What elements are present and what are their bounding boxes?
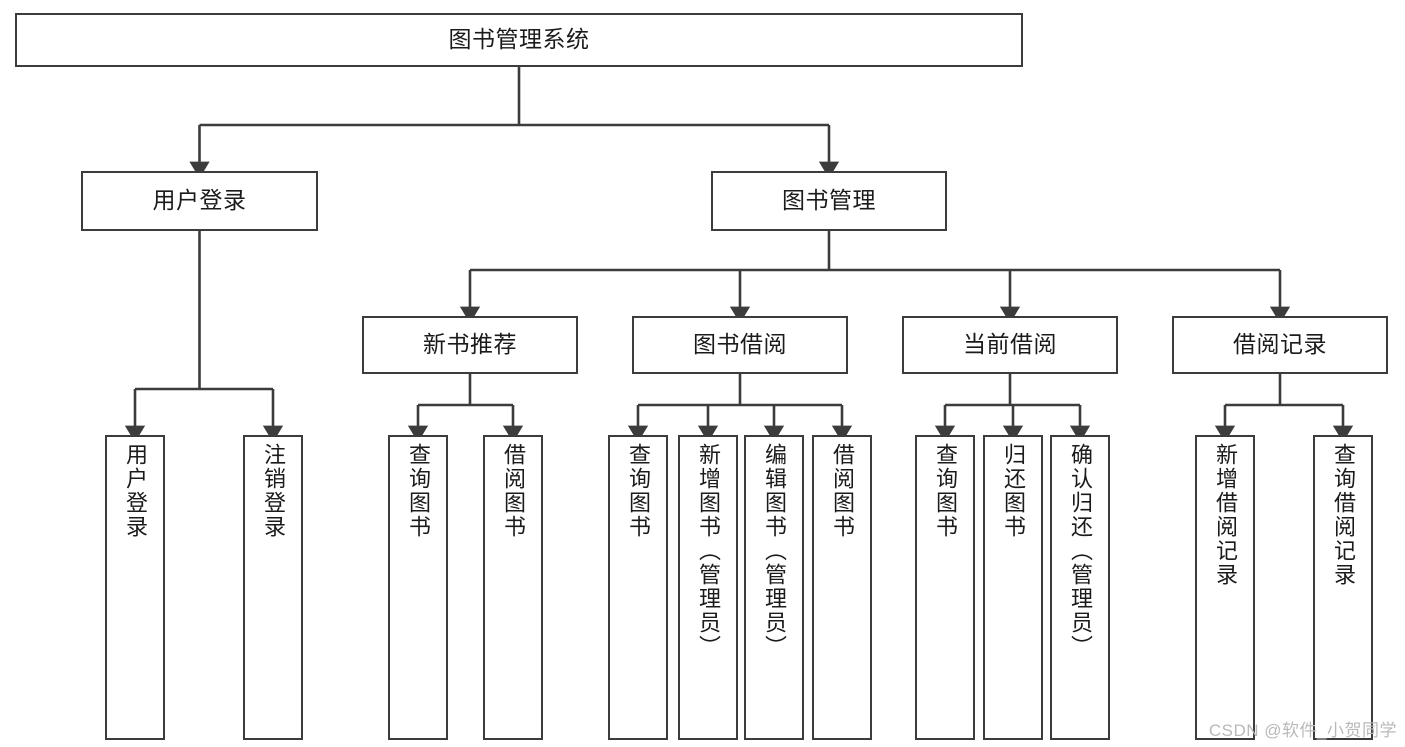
node-label: 图书管理 <box>782 187 876 214</box>
node-label: 图书管理系统 <box>448 26 590 53</box>
node-leaf-borrow1[interactable]: 借阅图书 <box>483 435 543 740</box>
node-leaf-query3[interactable]: 查询图书 <box>915 435 975 740</box>
node-label: 注销登录 <box>261 443 286 539</box>
node-leaf-login[interactable]: 用户登录 <box>105 435 165 740</box>
node-label: 当前借阅 <box>963 331 1057 358</box>
node-label: 查询借阅记录 <box>1331 443 1356 587</box>
node-label: 查询图书 <box>933 443 958 539</box>
node-leaf-logout[interactable]: 注销登录 <box>243 435 303 740</box>
node-label: 用户登录 <box>152 187 247 214</box>
node-leaf-query2[interactable]: 查询图书 <box>608 435 668 740</box>
node-leaf-addrec[interactable]: 新增借阅记录 <box>1195 435 1255 740</box>
node-label: 借阅记录 <box>1233 331 1327 358</box>
node-label: 新书推荐 <box>423 331 517 358</box>
node-login[interactable]: 用户登录 <box>81 171 318 231</box>
node-leaf-queryrec[interactable]: 查询借阅记录 <box>1313 435 1373 740</box>
node-bookmgmt[interactable]: 图书管理 <box>711 171 947 231</box>
node-label: 查询图书 <box>406 443 431 539</box>
node-label: 新增借阅记录 <box>1213 443 1238 587</box>
node-records[interactable]: 借阅记录 <box>1172 316 1388 374</box>
node-label: 归还图书 <box>1001 443 1026 539</box>
node-leaf-return[interactable]: 归还图书 <box>983 435 1043 740</box>
node-label: 查询图书 <box>626 443 651 539</box>
node-newbook[interactable]: 新书推荐 <box>362 316 578 374</box>
node-root[interactable]: 图书管理系统 <box>15 13 1023 67</box>
node-label: 图书借阅 <box>693 331 787 358</box>
node-label: 确认归还（管理员） <box>1068 443 1093 659</box>
node-borrow[interactable]: 图书借阅 <box>632 316 848 374</box>
node-label: 借阅图书 <box>830 443 855 539</box>
node-leaf-add[interactable]: 新增图书（管理员） <box>678 435 738 740</box>
node-label: 借阅图书 <box>501 443 526 539</box>
node-label: 用户登录 <box>123 443 148 539</box>
node-leaf-query1[interactable]: 查询图书 <box>388 435 448 740</box>
node-leaf-edit[interactable]: 编辑图书（管理员） <box>744 435 804 740</box>
node-leaf-borrow2[interactable]: 借阅图书 <box>812 435 872 740</box>
node-label: 编辑图书（管理员） <box>762 443 787 659</box>
node-current[interactable]: 当前借阅 <box>902 316 1118 374</box>
node-label: 新增图书（管理员） <box>696 443 721 659</box>
csdn-watermark: CSDN @软件_小贺同学 <box>1208 721 1397 740</box>
node-leaf-confirm[interactable]: 确认归还（管理员） <box>1050 435 1110 740</box>
